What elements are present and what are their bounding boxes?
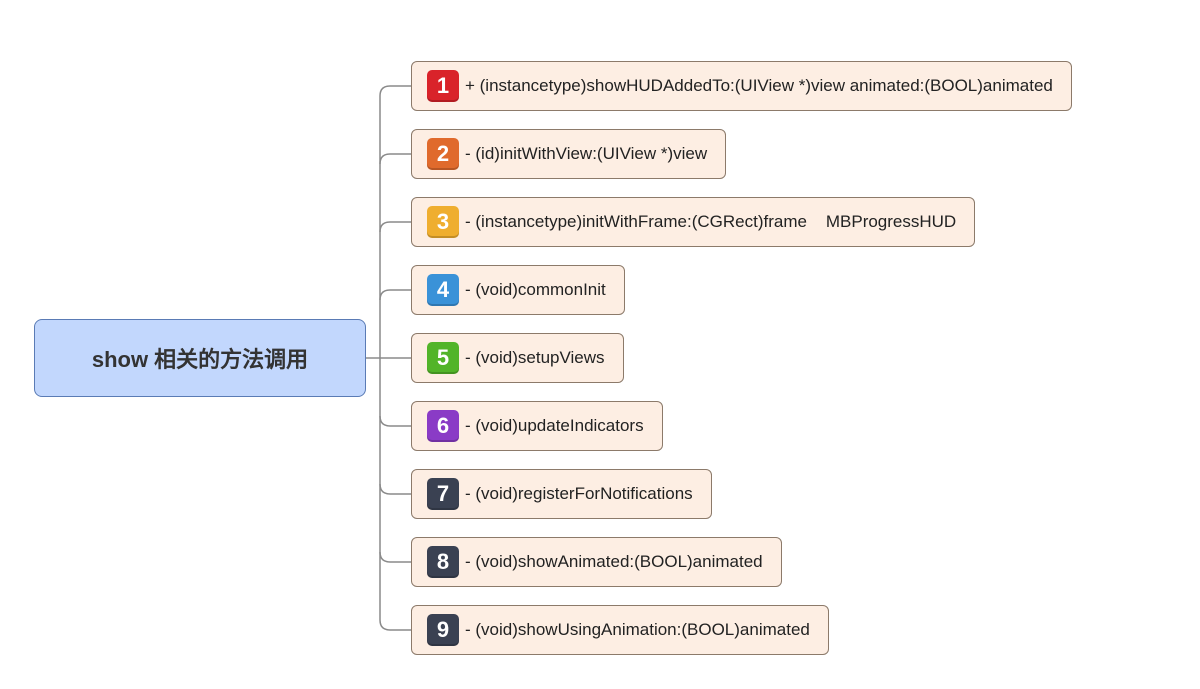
- branch-3: [379, 221, 411, 233]
- branch-2: [379, 153, 411, 165]
- trunk-line: [379, 85, 411, 631]
- method-label: - (void)registerForNotifications: [465, 484, 693, 503]
- method-label: - (void)setupViews: [465, 348, 605, 367]
- method-label: - (id)initWithView:(UIView *)view: [465, 144, 708, 163]
- number-6-icon: 6: [427, 410, 459, 442]
- number-4-icon: 4: [427, 274, 459, 306]
- branch-8: [379, 551, 411, 563]
- number-1-icon: 1: [427, 70, 459, 102]
- number-5-icon: 5: [427, 342, 459, 374]
- method-label: - (instancetype)initWithFrame:(CGRect)fr…: [465, 212, 957, 231]
- method-label: - (void)commonInit: [465, 280, 606, 299]
- method-node-3[interactable]: 3 - (instancetype)initWithFrame:(CGRect)…: [411, 197, 976, 247]
- number-9-icon: 9: [427, 614, 459, 646]
- branch-6: [379, 415, 411, 427]
- method-label: - (void)showAnimated:(BOOL)animated: [465, 552, 763, 571]
- method-node-2[interactable]: 2 - (id)initWithView:(UIView *)view: [411, 129, 727, 179]
- method-node-7[interactable]: 7 - (void)registerForNotifications: [411, 469, 712, 519]
- method-node-6[interactable]: 6 - (void)updateIndicators: [411, 401, 663, 451]
- branch-4: [379, 289, 411, 301]
- method-label: - (void)showUsingAnimation:(BOOL)animate…: [465, 620, 810, 639]
- method-node-5[interactable]: 5 - (void)setupViews: [411, 333, 624, 383]
- method-node-8[interactable]: 8 - (void)showAnimated:(BOOL)animated: [411, 537, 782, 587]
- method-node-9[interactable]: 9 - (void)showUsingAnimation:(BOOL)anima…: [411, 605, 829, 655]
- method-node-4[interactable]: 4 - (void)commonInit: [411, 265, 625, 315]
- method-label: + (instancetype)showHUDAddedTo:(UIView *…: [465, 76, 1053, 95]
- method-node-1[interactable]: 1 + (instancetype)showHUDAddedTo:(UIView…: [411, 61, 1072, 111]
- number-3-icon: 3: [427, 206, 459, 238]
- method-label: - (void)updateIndicators: [465, 416, 644, 435]
- number-7-icon: 7: [427, 478, 459, 510]
- root-topic-label: show 相关的方法调用: [91, 347, 309, 372]
- number-8-icon: 8: [427, 546, 459, 578]
- root-topic[interactable]: show 相关的方法调用: [34, 319, 366, 397]
- number-2-icon: 2: [427, 138, 459, 170]
- branch-7: [379, 483, 411, 495]
